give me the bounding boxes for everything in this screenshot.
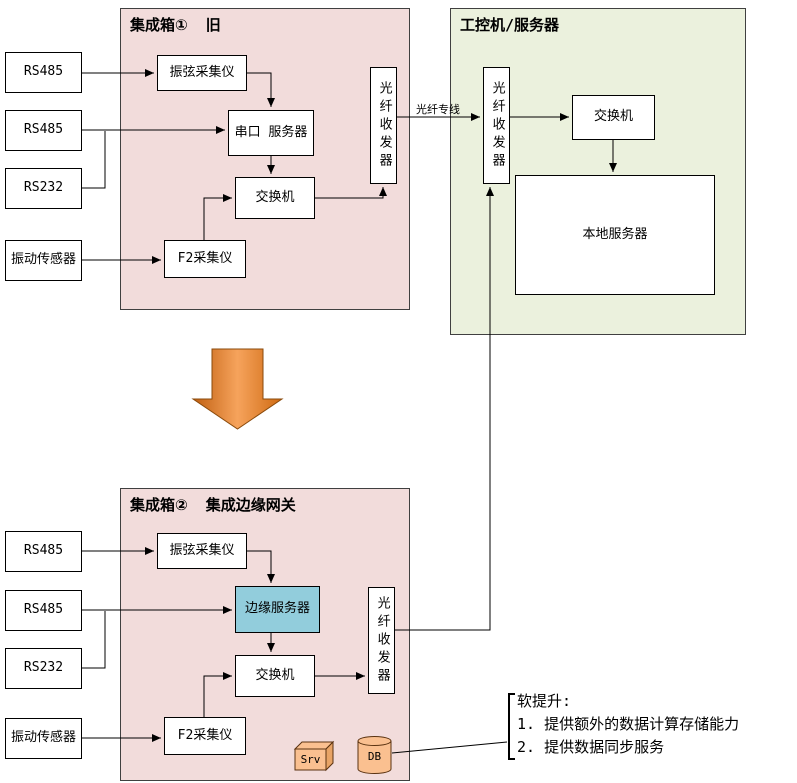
rs485-input-2-top: RS485 [5,110,82,151]
fiber-transceiver-server: 光纤收发器 [483,67,510,184]
note-bracket [508,693,515,760]
connector [395,187,494,631]
srv-cube-icon [293,740,335,772]
switch-old: 交换机 [235,177,315,219]
industrial-pc-box: 工控机/服务器 [450,8,746,335]
connector [203,672,232,717]
db-cylinder-icon [357,736,392,774]
rs232-input-top: RS232 [5,168,82,209]
connector [247,550,275,583]
srv-store-label: Srv [300,753,321,766]
connectors [82,69,617,754]
vw-collector-new: 振弦采集仪 [157,533,247,569]
rs485-input-1-top: RS485 [5,52,82,93]
fiber-transceiver-new: 光纤收发器 [368,587,395,694]
switch-new: 交换机 [235,655,315,697]
integration-box-old-title: 集成箱① 旧 [130,16,221,34]
note-title: 软提升: [517,692,572,710]
note-block: 软提升: 1. 提供额外的数据计算存储能力 2. 提供数据同步服务 [517,690,739,759]
vibration-sensor-bottom: 振动传感器 [5,718,82,759]
vibration-sensor-top: 振动传感器 [5,240,82,281]
fiber-link-label: 光纤专线 [416,103,460,116]
local-server: 本地服务器 [515,175,715,295]
rs232-input-bottom: RS232 [5,648,82,689]
connector [82,131,106,189]
db-store-label: DB [367,750,382,763]
industrial-pc-box-title: 工控机/服务器 [460,16,560,34]
note-item-2: 2. 提供数据同步服务 [517,738,665,756]
connector [247,72,275,107]
rs485-input-2-bottom: RS485 [5,590,82,631]
vw-collector-old: 振弦采集仪 [157,55,247,91]
note-item-1: 1. 提供额外的数据计算存储能力 [517,715,740,733]
fiber-transceiver-old: 光纤收发器 [370,67,397,184]
serial-server: 串口 服务器 [228,110,314,156]
f2-collector-new: F2采集仪 [164,717,246,755]
connector [203,194,232,240]
integration-box-new-title: 集成箱② 集成边缘网关 [130,496,296,514]
f2-collector-old: F2采集仪 [164,240,246,278]
down-arrow-icon [191,348,284,430]
switch-server: 交换机 [572,95,655,140]
connector [315,187,387,199]
connector [82,611,106,669]
note-leader-line [391,741,508,754]
edge-server: 边缘服务器 [235,586,320,633]
rs485-input-1-bottom: RS485 [5,531,82,572]
